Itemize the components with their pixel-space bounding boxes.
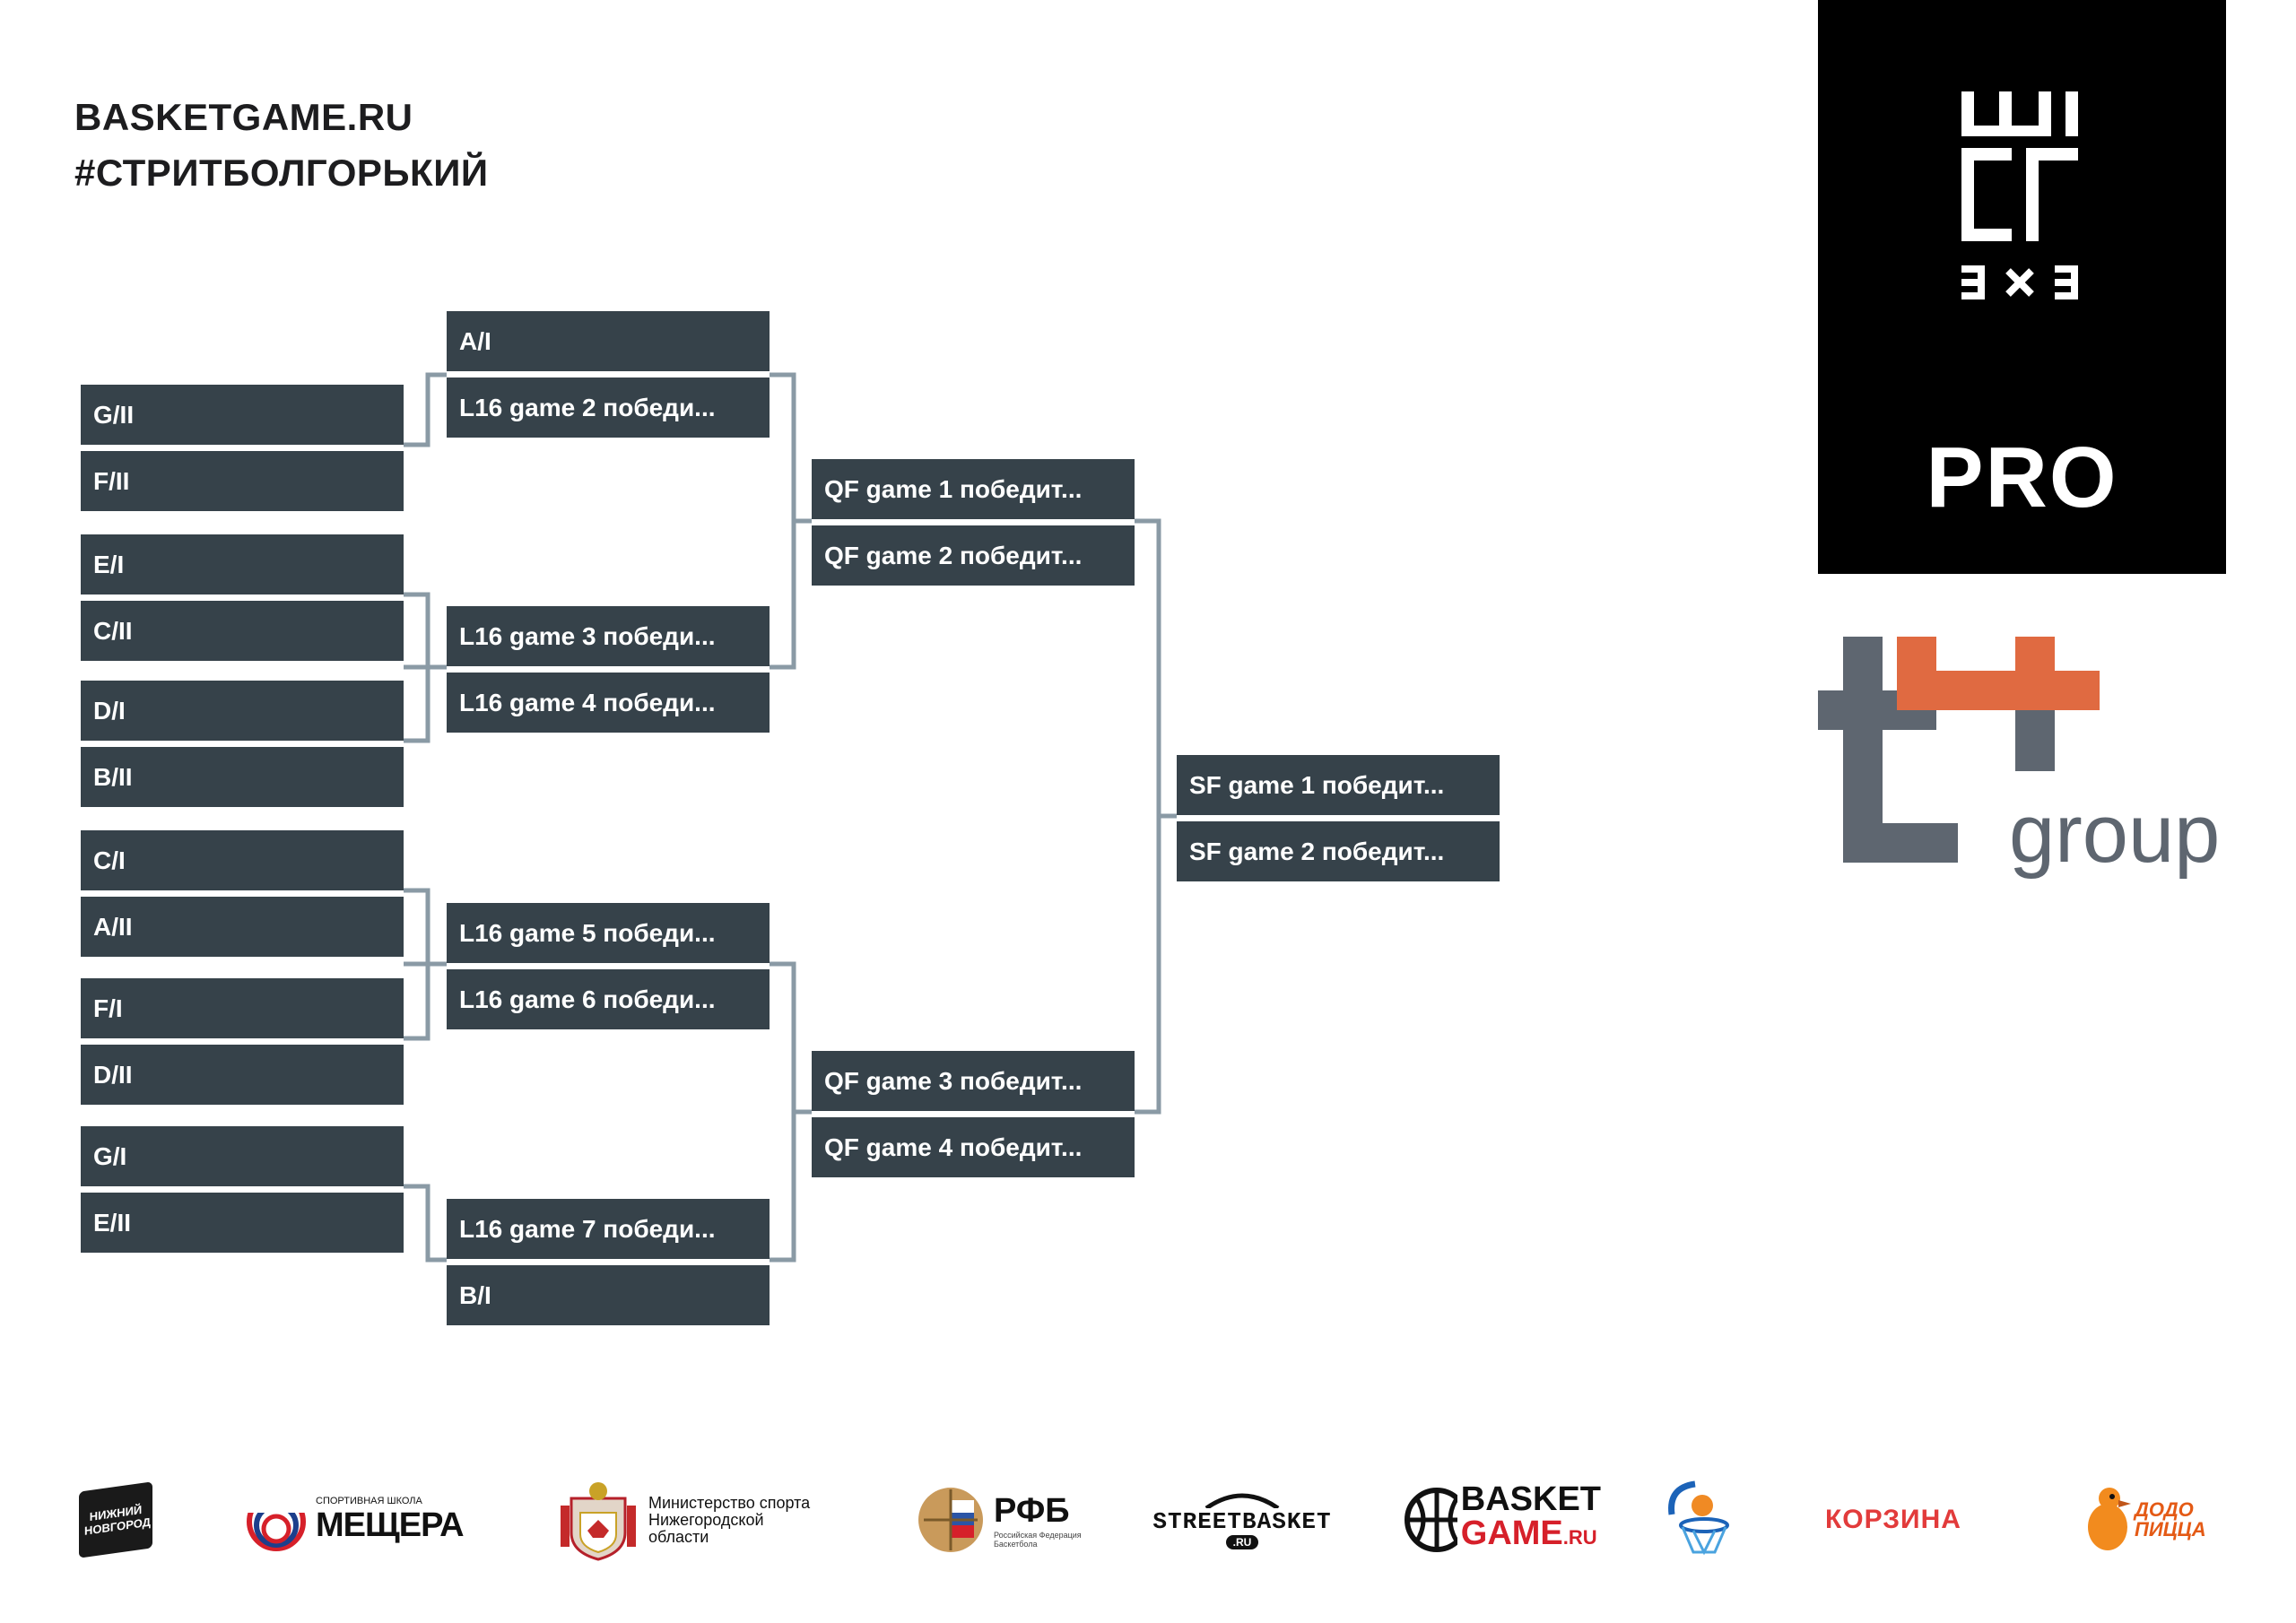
dodo-bird-icon bbox=[2088, 1488, 2131, 1550]
bracket-slot: A/I bbox=[447, 311, 770, 371]
basketgame-ru-text: .RU bbox=[1562, 1526, 1597, 1549]
nn-logo-text: НИЖНИЙ НОВГОРОД bbox=[84, 1502, 151, 1538]
bracket-slot: D/II bbox=[81, 1045, 404, 1105]
sgg-3x3-logo-icon bbox=[1961, 91, 2078, 299]
bracket-slot: L16 game 4 победи... bbox=[447, 673, 770, 733]
streetbasket-logo: STREETBASKET .RU bbox=[1152, 1471, 1331, 1569]
bracket-slot: E/II bbox=[81, 1193, 404, 1253]
bracket-slot: E/I bbox=[81, 534, 404, 595]
bracket-slot: QF game 1 победит... bbox=[812, 459, 1135, 519]
bracket-slot: QF game 2 победит... bbox=[812, 525, 1135, 586]
rfb-small-text: Российская Федерация Баскетбола bbox=[994, 1530, 1082, 1549]
bracket-slot: G/I bbox=[81, 1126, 404, 1186]
bracket-slot: C/II bbox=[81, 601, 404, 661]
hoop-logo bbox=[1659, 1471, 1749, 1569]
streetbasket-ru-text: .RU bbox=[1225, 1535, 1259, 1549]
korzina-logo: КОРЗИНА bbox=[1825, 1471, 2013, 1569]
meschera-text: МЕЩЕРА bbox=[316, 1506, 465, 1544]
tgroup-word: group bbox=[2009, 788, 2221, 880]
coat-of-arms-icon bbox=[561, 1482, 636, 1561]
pro-logo: PRO bbox=[1818, 0, 2226, 574]
bracket-slot: L16 game 7 победи... bbox=[447, 1199, 770, 1259]
rfb-text: РФБ bbox=[994, 1491, 1070, 1530]
sponsors-row: НИЖНИЙ НОВГОРОД СПОРТИВНАЯ ШКОЛА МЕЩЕРА … bbox=[0, 1435, 2296, 1596]
basketgame-logo: BASKET GAME.RU bbox=[1404, 1471, 1601, 1569]
dodo-logo: ДОДО ПИЦЦА bbox=[2081, 1471, 2242, 1569]
meschera-swoosh-icon bbox=[242, 1488, 312, 1551]
site-title: BASKETGAME.RU bbox=[74, 96, 413, 138]
bracket-slot: L16 game 6 победи... bbox=[447, 969, 770, 1029]
dodo-text: ДОДО ПИЦЦА bbox=[2135, 1498, 2206, 1541]
rfb-ball-icon bbox=[918, 1488, 983, 1552]
tplus-group-logo-icon bbox=[1818, 637, 2100, 863]
nizhny-novgorod-logo: НИЖНИЙ НОВГОРОД bbox=[79, 1471, 169, 1569]
basketball-hoop-icon bbox=[1668, 1480, 1729, 1556]
ministry-logo: Министерство спорта Нижегородской област… bbox=[553, 1471, 840, 1569]
bracket-slot: F/II bbox=[81, 451, 404, 511]
korzina-text: КОРЗИНА bbox=[1825, 1505, 1961, 1534]
bracket-slot: SF game 1 победит... bbox=[1177, 755, 1500, 815]
bracket-slot: C/I bbox=[81, 830, 404, 890]
bracket-slot: D/I bbox=[81, 681, 404, 741]
bracket-slot: L16 game 2 победи... bbox=[447, 378, 770, 438]
rfb-logo: РФБ Российская Федерация Баскетбола bbox=[915, 1471, 1103, 1569]
ministry-text: Министерство спорта Нижегородской област… bbox=[648, 1493, 811, 1546]
pro-label: PRO bbox=[1926, 430, 2118, 525]
bracket-slot: G/II bbox=[81, 385, 404, 445]
bracket-slot: B/II bbox=[81, 747, 404, 807]
bracket-slot: QF game 4 победит... bbox=[812, 1117, 1135, 1177]
bracket-slot: L16 game 5 победи... bbox=[447, 903, 770, 963]
bracket-slot: F/I bbox=[81, 978, 404, 1038]
meschera-small-text: СПОРТИВНАЯ ШКОЛА bbox=[316, 1495, 422, 1506]
bracket-slot: SF game 2 победит... bbox=[1177, 821, 1500, 881]
bracket-slot: QF game 3 победит... bbox=[812, 1051, 1135, 1111]
streetbasket-arc-icon bbox=[1205, 1493, 1280, 1508]
streetbasket-text: STREETBASKET bbox=[1152, 1508, 1332, 1535]
basketgame-text-1: BASKET bbox=[1460, 1480, 1601, 1518]
meschera-logo: СПОРТИВНАЯ ШКОЛА МЕЩЕРА bbox=[242, 1471, 466, 1569]
basketgame-text-2: GAME bbox=[1460, 1515, 1563, 1552]
bracket-slot: B/I bbox=[447, 1265, 770, 1325]
hashtag: #СТРИТБОЛГОРЬКИЙ bbox=[74, 152, 489, 194]
bracket-slot: L16 game 3 победи... bbox=[447, 606, 770, 666]
header: BASKETGAME.RU #СТРИТБОЛГОРЬКИЙ bbox=[74, 90, 489, 201]
basketball-icon bbox=[1405, 1488, 1457, 1552]
bracket-slot: A/II bbox=[81, 897, 404, 957]
